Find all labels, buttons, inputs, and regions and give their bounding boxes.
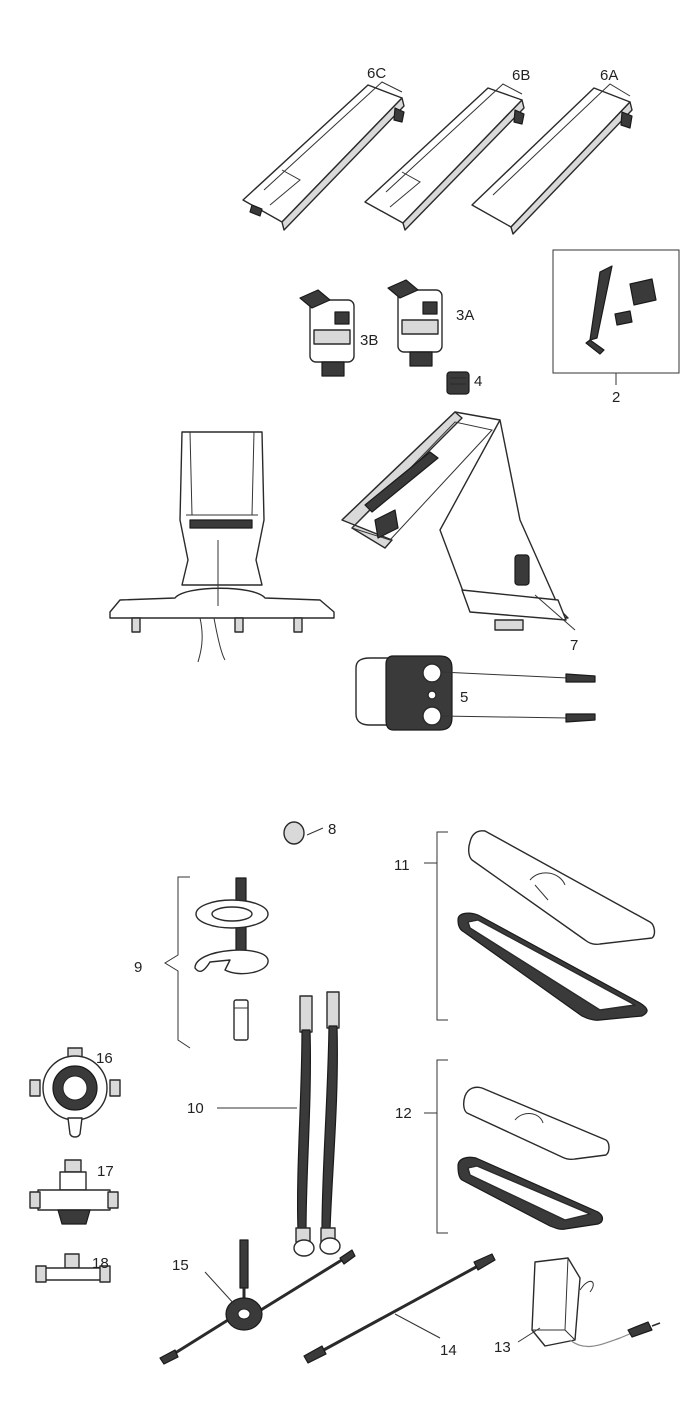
part-18-tee-fitting — [35, 1253, 111, 1283]
label-10: 10 — [187, 1100, 204, 1117]
label-15: 15 — [172, 1257, 189, 1274]
label-6a: 6A — [600, 67, 618, 84]
part-13-power-adapter — [531, 1257, 661, 1348]
part-15-sensor-cable — [159, 1239, 356, 1365]
part-6b-cover-plate — [364, 83, 525, 231]
faucet-front-view — [109, 431, 335, 663]
part-12-deck-plate-set — [424, 1059, 610, 1234]
label-11: 11 — [394, 857, 410, 874]
label-17: 17 — [97, 1163, 114, 1180]
label-14: 14 — [440, 1342, 457, 1359]
label-4: 4 — [474, 373, 482, 390]
label-9: 9 — [134, 959, 142, 976]
label-18: 18 — [92, 1255, 109, 1272]
part-11-deck-plate-set — [424, 830, 656, 1021]
part-6c-cover-plate — [242, 81, 405, 231]
label-3b: 3B — [360, 332, 378, 349]
part-14-extension-cable — [303, 1253, 496, 1364]
part-4-filter-nut — [446, 371, 470, 395]
label-5: 5 — [460, 689, 468, 706]
part-3b-cartridge — [299, 289, 355, 377]
part-8-cap-plug — [283, 821, 305, 845]
faucet-body-open-view — [341, 411, 569, 631]
part-6a-cover-plate — [471, 83, 633, 235]
label-2: 2 — [612, 389, 620, 406]
label-6c: 6C — [367, 65, 386, 82]
part-10-flex-hoses — [293, 991, 341, 1257]
label-3a: 3A — [456, 307, 474, 324]
part-16-mixing-valve — [29, 1047, 121, 1138]
label-7: 7 — [570, 637, 578, 654]
part-9-mounting-kit — [164, 876, 269, 1049]
label-16: 16 — [96, 1050, 113, 1067]
label-13: 13 — [494, 1339, 511, 1356]
part-17-valve — [29, 1159, 119, 1225]
part-3a-cartridge — [387, 279, 443, 367]
label-8: 8 — [328, 821, 336, 838]
part-2-allen-key-kit — [552, 249, 680, 385]
part-5-control-box — [355, 655, 596, 731]
label-12: 12 — [395, 1105, 412, 1122]
label-6b: 6B — [512, 67, 530, 84]
